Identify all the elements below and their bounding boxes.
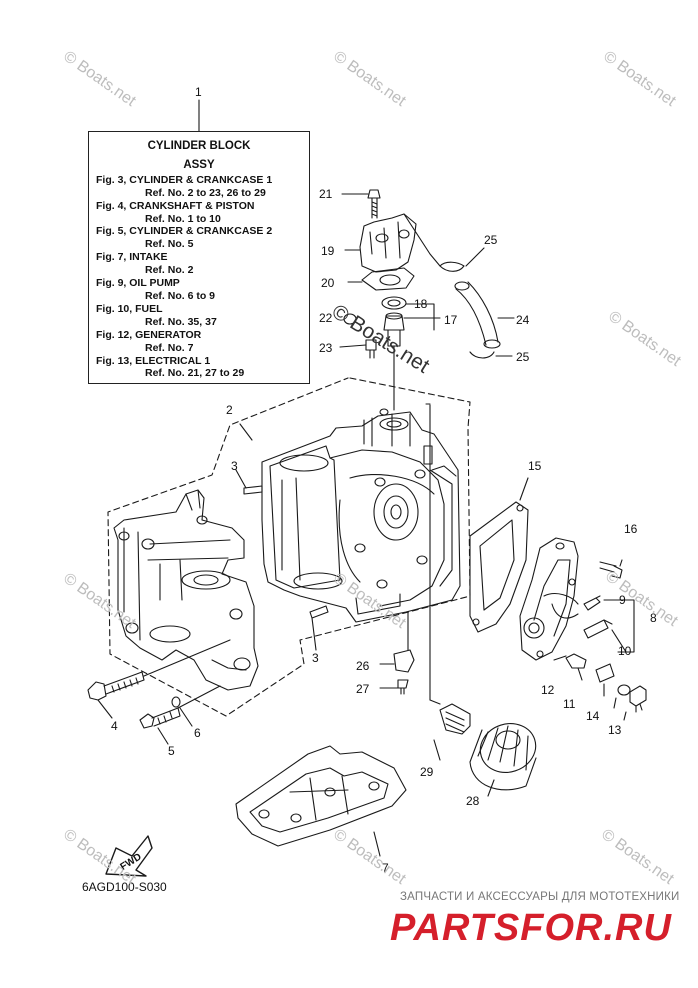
- callout-12: 12: [541, 683, 555, 697]
- callout-9: 9: [619, 593, 626, 607]
- callout-19: 19: [321, 244, 335, 258]
- callout-17: 17: [444, 313, 458, 327]
- partsfor-logo: PARTSFOR.RU: [390, 907, 672, 949]
- legend-line: Ref. No. 35, 37: [145, 315, 217, 328]
- callout-25: 25: [484, 233, 498, 247]
- legend-line: Ref. No. 2: [145, 264, 194, 277]
- callout-13: 13: [608, 723, 622, 737]
- callout-16: 16: [624, 522, 638, 536]
- oil-filter-group: [433, 703, 537, 797]
- callout-18: 18: [414, 297, 428, 311]
- diagram-code: 6AGD100-S030: [82, 880, 167, 894]
- callout-14: 14: [586, 709, 600, 723]
- callout-10: 10: [618, 644, 632, 658]
- callout-3: 3: [231, 459, 238, 473]
- legend-line: Fig. 12, GENERATOR: [96, 328, 202, 341]
- legend-line: Ref. No. 5: [145, 238, 194, 251]
- legend-title: CYLINDER BLOCK: [147, 140, 251, 152]
- callout-25: 25: [516, 350, 530, 364]
- oil-pan-gasket: [235, 745, 407, 857]
- anode-group: [379, 649, 415, 695]
- legend-line: Ref. No. 7: [145, 341, 194, 354]
- legend-line: Fig. 7, INTAKE: [96, 251, 168, 264]
- callout-24: 24: [516, 313, 530, 327]
- callout-8: 8: [650, 611, 657, 625]
- promo-text: ЗАПЧАСТИ И АКСЕССУАРЫ ДЛЯ МОТОТЕХНИКИ: [400, 891, 680, 903]
- callout-26: 26: [356, 659, 370, 673]
- callout-29: 29: [420, 765, 434, 779]
- callout-4: 4: [111, 719, 118, 733]
- legend-line: Ref. No. 6 to 9: [145, 289, 216, 302]
- legend-subtitle: ASSY: [183, 158, 215, 171]
- forward-arrow: [105, 835, 153, 877]
- callout-7: 7: [382, 861, 389, 875]
- crankcase: [87, 489, 259, 745]
- svg-text:PARTSFOR.RU: PARTSFOR.RU: [390, 907, 672, 949]
- callout-23: 23: [319, 341, 333, 355]
- callout-6: 6: [194, 726, 201, 740]
- reference-legend: CYLINDER BLOCK ASSY Fig. 3, CYLINDER & C…: [88, 131, 310, 384]
- legend-line: Fig. 5, CYLINDER & CRANKCASE 2: [96, 225, 273, 238]
- callout-1: 1: [195, 85, 202, 99]
- cylinder-block-assembly-outline: [107, 377, 471, 717]
- thermostat-group: [339, 296, 441, 359]
- thermostat-cover-group: [341, 189, 441, 291]
- legend-line: Fig. 10, FUEL: [96, 302, 163, 315]
- exhaust-cover-gasket: [469, 477, 529, 633]
- callout-15: 15: [528, 459, 542, 473]
- callout-20: 20: [321, 276, 335, 290]
- legend-line: Fig. 9, OIL PUMP: [96, 277, 180, 290]
- callout-3: 3: [312, 651, 319, 665]
- callout-2: 2: [226, 403, 233, 417]
- callout-27: 27: [356, 682, 370, 696]
- water-hose-group: [439, 247, 515, 359]
- callout-22: 22: [319, 311, 333, 325]
- exhaust-cover: [519, 537, 647, 721]
- legend-line: Ref. No. 1 to 10: [145, 212, 221, 225]
- callout-21: 21: [319, 187, 333, 201]
- legend-line: Ref. No. 2 to 23, 26 to 29: [145, 186, 266, 199]
- legend-line: Ref. No. 21, 27 to 29: [145, 367, 245, 380]
- legend-line: Fig. 13, ELECTRICAL 1: [96, 354, 211, 367]
- callout-5: 5: [168, 744, 175, 758]
- legend-line: Fig. 3, CYLINDER & CRANKCASE 1: [96, 173, 273, 186]
- cylinder-block: [235, 345, 461, 705]
- callout-28: 28: [466, 794, 480, 808]
- legend-line: Fig. 4, CRANKSHAFT & PISTON: [96, 199, 255, 212]
- callout-11: 11: [563, 697, 576, 711]
